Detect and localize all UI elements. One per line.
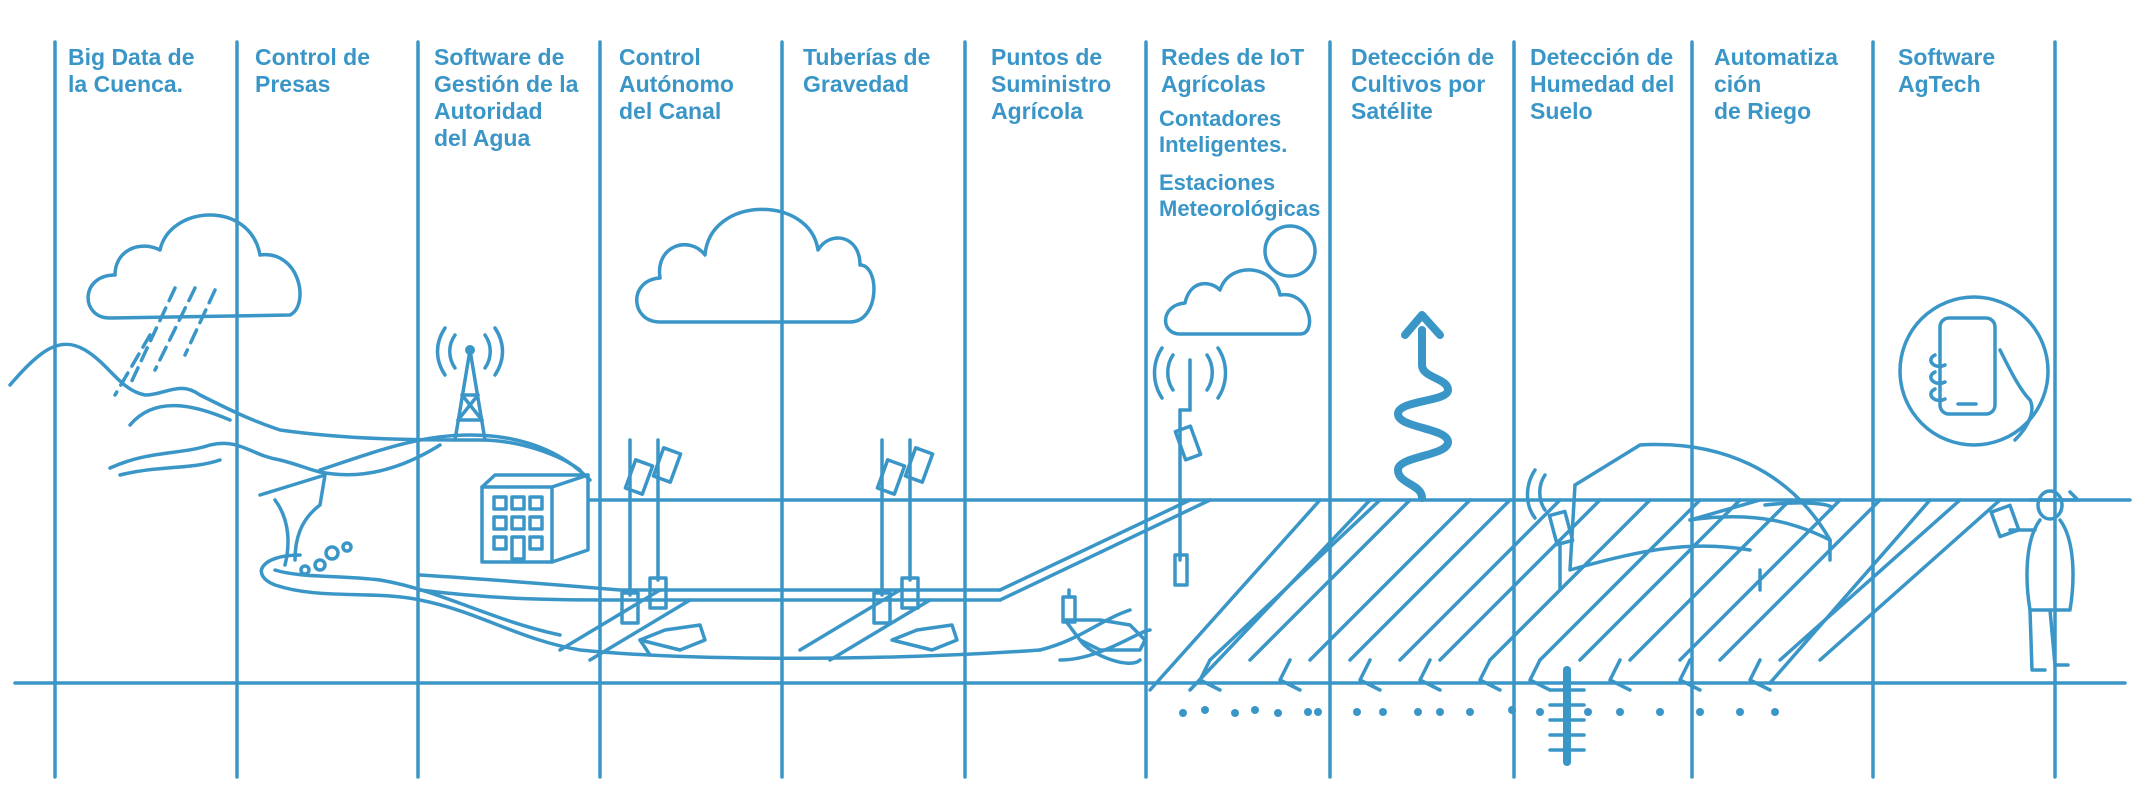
hill (318, 433, 592, 482)
canal-gate-icon (620, 438, 707, 657)
mountains-river (8, 342, 582, 477)
label-water-authority-software: Software de Gestión de la Autoridad del … (434, 44, 579, 151)
farmer-icon (1989, 489, 2080, 672)
label-iot-networks: Redes de IoT Agrícolas (1161, 44, 1305, 97)
antenna-icon (1152, 346, 1228, 587)
label-soil-moisture: Detección de Humedad del Suelo (1530, 44, 1675, 124)
label-satellite-crops: Detección de Cultivos por Satélite (1351, 44, 1495, 124)
radio-tower-icon (435, 326, 505, 442)
label-weather-stations: Estaciones Meteorológicas (1159, 170, 1321, 221)
column-dividers (53, 40, 2057, 779)
cloud-icon (635, 207, 876, 324)
label-agtech-software: Software AgTech (1898, 44, 1996, 97)
label-big-data: Big Data de la Cuenca. (68, 44, 195, 97)
satellite-arrow-icon (1394, 311, 1452, 502)
sun-cloud-icon (1163, 224, 1317, 336)
soil-probe-icon (1525, 468, 1586, 766)
label-smart-meters: Contadores Inteligentes. (1159, 106, 1288, 157)
smartphone-hand-icon (1898, 295, 2050, 447)
label-autonomous-canal: Control Autónomo del Canal (619, 44, 734, 124)
label-irrigation-automation: Automatiza ción de Riego (1714, 44, 1838, 124)
label-gravity-pipes: Tuberías de Gravedad (803, 44, 931, 97)
rain-cloud-icon (86, 213, 302, 397)
canal-gate-icon-2 (872, 438, 959, 652)
label-dam-control: Control de Presas (255, 44, 370, 97)
irrigation-pivot (1568, 442, 1834, 592)
canal-path (259, 498, 1212, 662)
supply-point-icon (1061, 588, 1147, 665)
building-icon (480, 473, 590, 564)
dam-icon (258, 473, 353, 576)
label-supply-points: Puntos de Suministro Agrícola (991, 44, 1112, 124)
sprinkler-icon (1179, 658, 1779, 717)
